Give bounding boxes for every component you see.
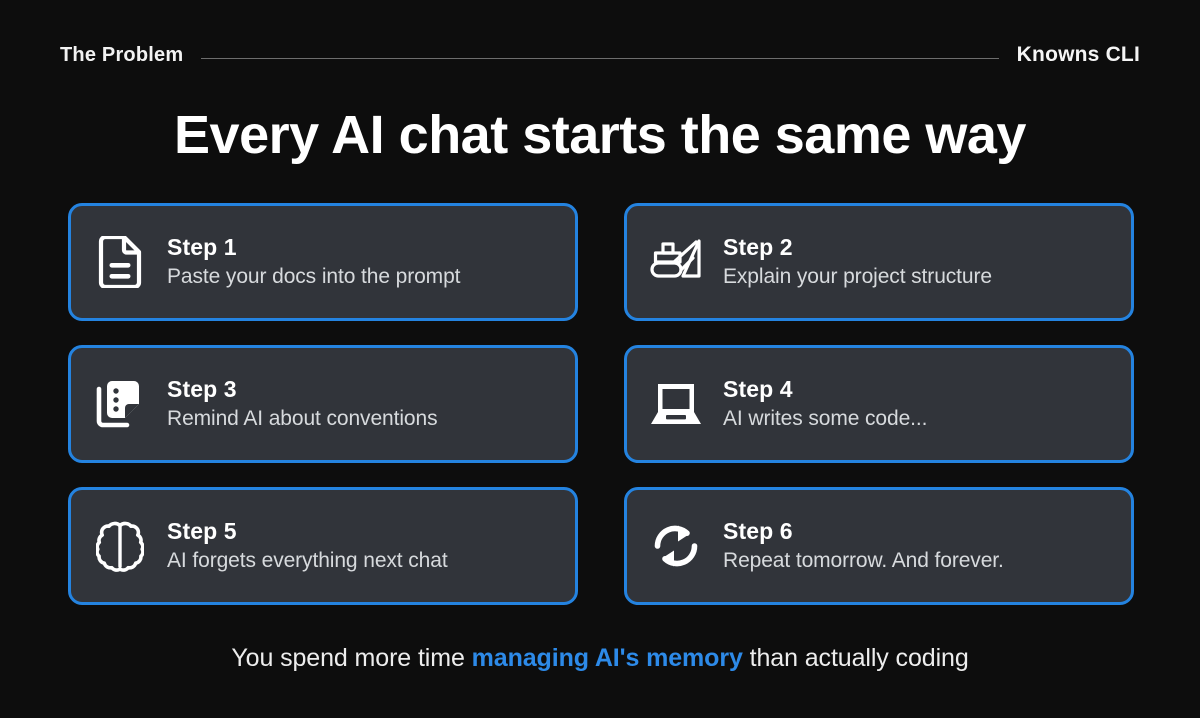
step-text-4: Step 4 AI writes some code... [723,374,927,434]
step-card-5[interactable]: Step 5 AI forgets everything next chat [68,487,578,605]
step-card-1[interactable]: Step 1 Paste your docs into the prompt [68,203,578,321]
step-text-5: Step 5 AI forgets everything next chat [167,516,448,576]
step-description: Explain your project structure [723,265,992,288]
step-label: Step 3 [167,376,237,402]
steps-grid: Step 1 Paste your docs into the prompt S… [68,203,1134,605]
step-label: Step 2 [723,234,793,260]
step-text-1: Step 1 Paste your docs into the prompt [167,232,461,292]
step-description: AI forgets everything next chat [167,549,448,572]
step-card-2[interactable]: Step 2 Explain your project structure [624,203,1134,321]
header-divider-rule [201,57,999,59]
step-label: Step 6 [723,518,793,544]
sticky-note-list-icon [93,377,147,431]
step-text-6: Step 6 Repeat tomorrow. And forever. [723,516,1004,576]
step-label: Step 1 [167,234,237,260]
step-text-2: Step 2 Explain your project structure [723,232,992,292]
step-label: Step 4 [723,376,793,402]
refresh-repeat-icon [649,519,703,573]
step-description: AI writes some code... [723,407,928,430]
step-label: Step 5 [167,518,237,544]
brain-icon [93,519,147,573]
footer-lead-text: You spend more time [231,644,472,672]
footer-accent-text: managing AI's memory [471,644,743,672]
footer-summary: You spend more time managing AI's memory… [0,640,1200,676]
section-eyebrow: The Problem [60,43,184,66]
step-description: Remind AI about conventions [167,407,438,430]
step-card-3[interactable]: Step 3 Remind AI about conventions [68,345,578,463]
step-card-6[interactable]: Step 6 Repeat tomorrow. And forever. [624,487,1134,605]
step-description: Paste your docs into the prompt [167,265,461,288]
step-text-3: Step 3 Remind AI about conventions [167,374,438,434]
step-card-4[interactable]: Step 4 AI writes some code... [624,345,1134,463]
footer-trail-text: than actually coding [742,644,969,672]
brand-name: Knowns CLI [1016,43,1140,66]
slide-header: The Problem Knowns CLI [60,38,1140,72]
document-file-icon [93,235,147,289]
step-description: Repeat tomorrow. And forever. [723,549,1004,572]
bulldozer-icon [649,235,703,289]
page-title: Every AI chat starts the same way [174,105,1026,165]
laptop-icon [649,377,703,431]
